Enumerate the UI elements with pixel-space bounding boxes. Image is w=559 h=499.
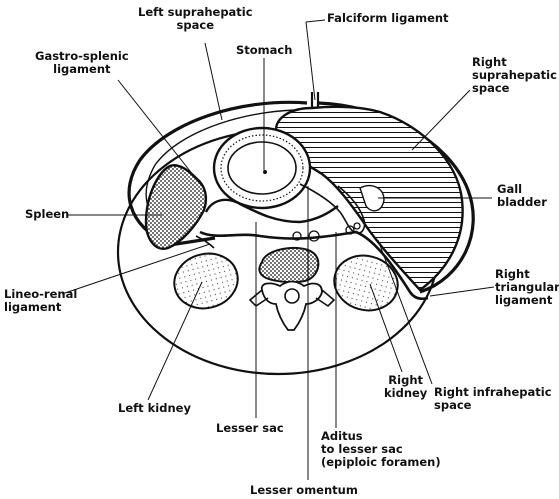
label-lesser-omentum: Lesser omentum: [250, 484, 358, 497]
label-lineo-renal-ligament: Lineo-renal ligament: [4, 288, 77, 314]
leader-right-suprahepatic: [412, 90, 470, 150]
label-falciform-ligament: Falciform ligament: [327, 12, 449, 25]
label-left-suprahepatic-space: Left suprahepatic space: [138, 6, 253, 32]
label-gall-bladder: Gall bladder: [497, 183, 547, 209]
label-right-kidney: Right kidney: [384, 374, 427, 400]
leader-falciform: [306, 20, 325, 22]
label-right-infrahepatic-space: Right infrahepatic space: [434, 386, 552, 412]
stomach-point: [263, 170, 267, 174]
portal-vessel-2: [354, 223, 360, 229]
left-kidney: [168, 247, 244, 316]
leader-falciform-down: [306, 22, 315, 100]
leader-left-suprahepatic: [205, 43, 222, 120]
label-spleen: Spleen: [25, 208, 69, 221]
leader-left-kidney: [148, 282, 202, 400]
label-right-triangular-ligament: Right triangular ligament: [495, 268, 559, 307]
label-right-suprahepatic-space: Right suprahepatic space: [472, 56, 557, 95]
label-gastro-splenic-ligament: Gastro-splenic ligament: [35, 50, 129, 76]
label-lesser-sac: Lesser sac: [216, 422, 284, 435]
leader-right-triangular: [430, 287, 494, 296]
label-stomach: Stomach: [236, 44, 292, 57]
label-aditus-to-lesser-sac: Aditus to lesser sac (epiploic foramen): [321, 430, 441, 469]
label-left-kidney: Left kidney: [118, 402, 191, 415]
ivc: [309, 231, 319, 241]
vertebral-body: [259, 248, 318, 282]
